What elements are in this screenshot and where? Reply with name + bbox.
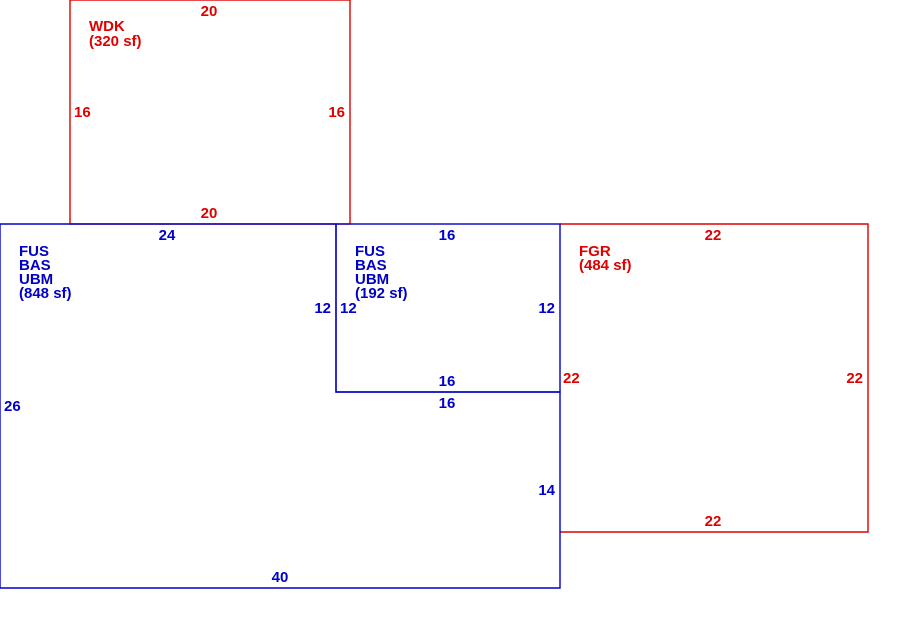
fgr-area-size: (484 sf)	[579, 257, 632, 274]
wdk-dim-top: 20	[201, 3, 218, 20]
main-outline	[0, 223, 561, 589]
wdk-dim-left: 16	[74, 104, 91, 121]
main-dim-left: 26	[4, 398, 21, 415]
addition-area-size: (192 sf)	[355, 285, 408, 302]
main-dim-top: 24	[159, 227, 176, 244]
main-code-1: FUS	[19, 243, 49, 260]
addition-code-2: BAS	[355, 257, 387, 274]
main-dim-right-lower: 14	[538, 482, 555, 499]
wdk-dim-bottom: 20	[201, 205, 218, 222]
fgr-dim-bottom: 22	[705, 513, 722, 530]
main-dim-inner-right: 12	[314, 300, 331, 317]
fgr-dim-top: 22	[705, 227, 722, 244]
wdk-area-size: (320 sf)	[89, 33, 142, 50]
wdk-code: WDK	[89, 18, 125, 35]
main-dim-bottom: 40	[272, 569, 289, 586]
main-code-2: BAS	[19, 257, 51, 274]
addition-code-1: FUS	[355, 243, 385, 260]
wdk-area: WDK (320 sf) 20 20 16 16	[69, 0, 351, 225]
addition-dim-top: 16	[439, 227, 456, 244]
addition-dim-bottom: 16	[439, 373, 456, 390]
fgr-code: FGR	[579, 243, 611, 260]
addition-outline	[335, 223, 561, 393]
wdk-dim-right: 16	[328, 104, 345, 121]
main-area: FUS BAS UBM (848 sf) 24 12 26 16 14 40	[0, 223, 561, 589]
fgr-outline	[560, 223, 869, 533]
fgr-dim-right: 22	[846, 370, 863, 387]
addition-area: FUS BAS UBM (192 sf) 16 12 12 16	[335, 223, 561, 393]
main-area-size: (848 sf)	[19, 285, 72, 302]
addition-dim-right: 12	[538, 300, 555, 317]
main-code-3: UBM	[19, 271, 53, 288]
addition-dim-left: 12	[340, 300, 357, 317]
main-dim-step: 16	[439, 395, 456, 412]
fgr-area: FGR (484 sf) 22 22 22 22	[560, 223, 869, 533]
addition-code-3: UBM	[355, 271, 389, 288]
fgr-dim-left: 22	[563, 370, 580, 387]
